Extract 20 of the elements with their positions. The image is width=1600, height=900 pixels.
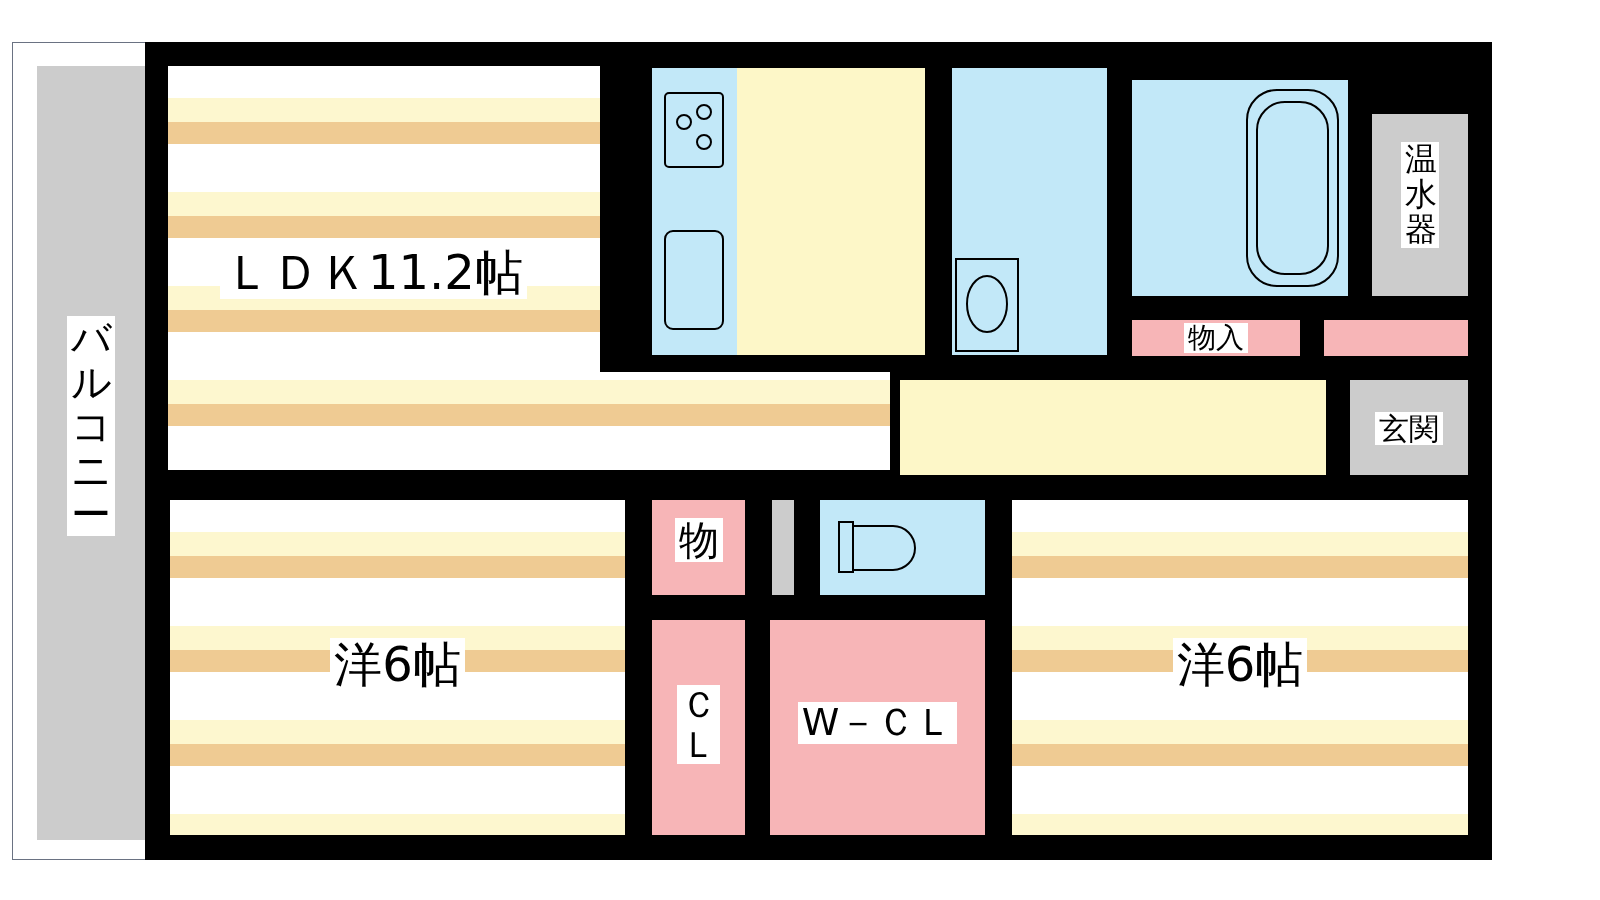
- room-label: ＣＬ: [676, 685, 721, 765]
- western-room: [170, 500, 625, 835]
- room-label: 洋6帖: [330, 638, 465, 691]
- room-label: 物: [674, 518, 723, 562]
- storage-room: [652, 500, 745, 595]
- room-label: バルコニー: [67, 316, 115, 536]
- entrance-area: [1350, 380, 1468, 475]
- balcony-area: [37, 66, 145, 840]
- living-dining-kitchen-room: [168, 66, 600, 470]
- walk-in-closet: [770, 620, 985, 835]
- storage-closet: [1132, 320, 1300, 356]
- room-label: 温水器: [1400, 142, 1440, 248]
- room-label: 物入: [1184, 322, 1248, 354]
- room-label: 玄関: [1375, 412, 1443, 445]
- room-label: 洋6帖: [1172, 638, 1308, 691]
- closet: [652, 620, 745, 835]
- western-room: [1012, 500, 1468, 835]
- room-label: ＬＤＫ11.2帖: [220, 246, 527, 299]
- room-label: W－ＣＬ: [797, 702, 958, 744]
- water-heater-area: [1372, 114, 1468, 296]
